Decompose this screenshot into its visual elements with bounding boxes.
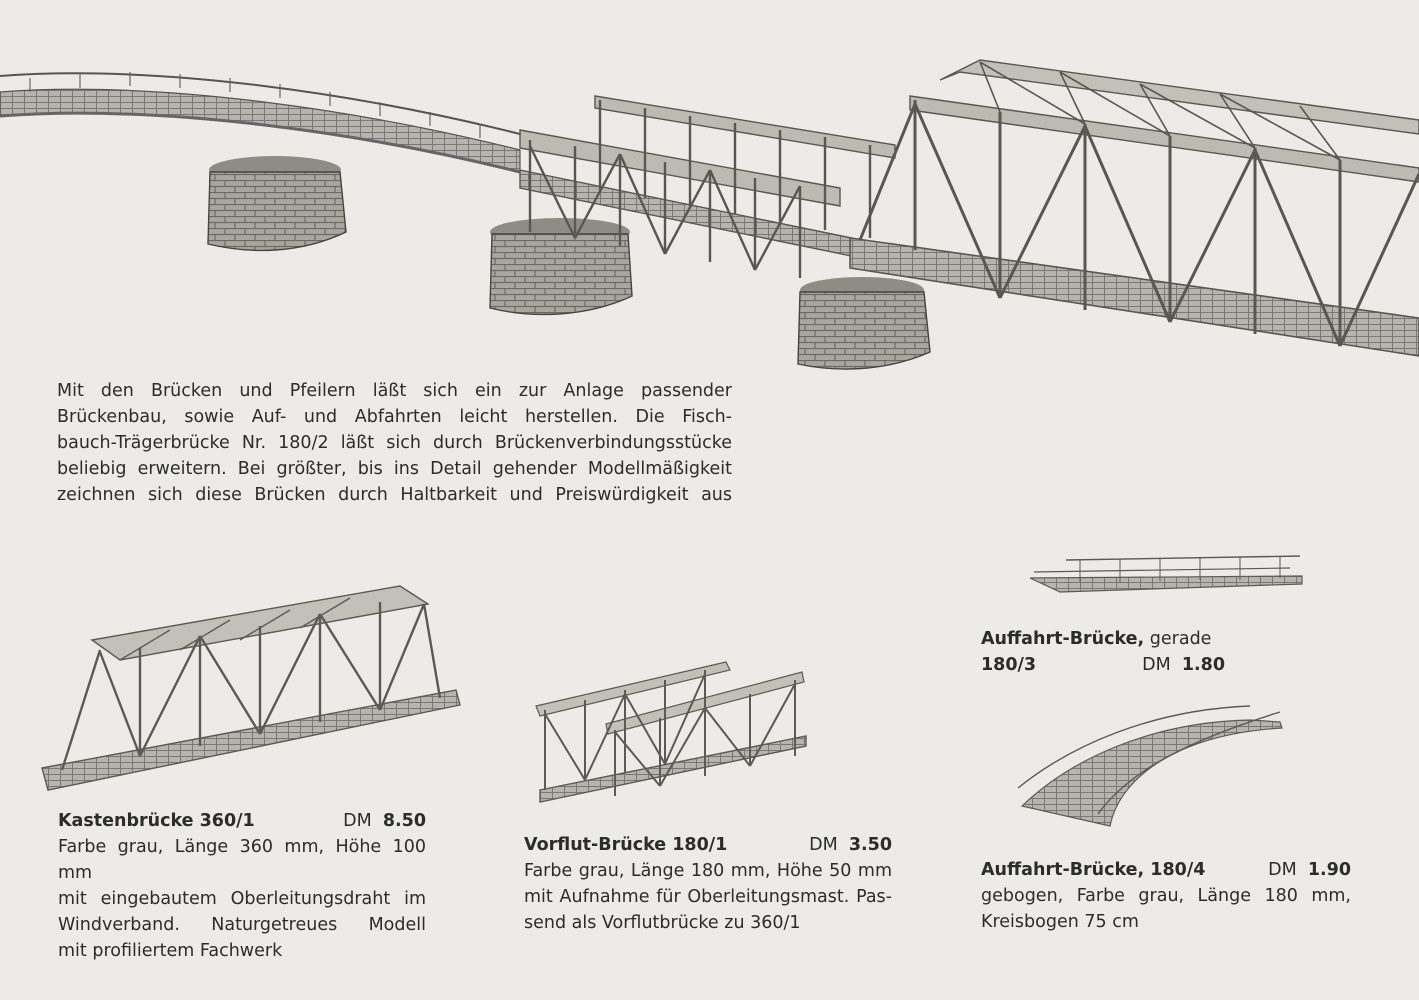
kastenbruecke-illustration: [41, 585, 461, 791]
price-currency: DM: [809, 835, 838, 855]
desc-line: Windverband. Naturgetreues Modell: [58, 915, 426, 935]
desc-line: mit Aufnahme für Oberleitungsmast. Pas-: [524, 887, 892, 907]
pier-3: [797, 277, 931, 370]
price-currency: DM: [1268, 860, 1297, 880]
product-description: gebogen, Farbe grau, Länge 180 mm, Kreis…: [981, 883, 1351, 935]
product-kastenbruecke: Kastenbrücke 360/1 DM 8.50 Farbe grau, L…: [58, 808, 426, 964]
product-number: 180/3: [981, 655, 1037, 675]
intro-paragraph: Mit den Brücken und Pfeilern läßt sich e…: [57, 378, 732, 508]
product-auffahrt-gebogen: Auffahrt-Brücke, 180/4 DM 1.90 gebogen, …: [981, 857, 1351, 935]
auffahrt-gerade-illustration: [1029, 555, 1303, 593]
product-name: Auffahrt-Brücke, 180/4: [981, 860, 1206, 880]
desc-line: Farbe grau, Länge 360 mm, Höhe 100 mm: [58, 837, 426, 883]
product-description: Farbe grau, Länge 180 mm, Höhe 50 mm mit…: [524, 858, 892, 936]
intro-line: zeichnen sich diese Brücken durch Haltba…: [57, 485, 732, 505]
price-currency: DM: [1142, 655, 1171, 675]
hero-small-truss-bridge: [519, 95, 911, 278]
intro-line: beliebig erweitern. Bei größter, bis ins…: [57, 459, 732, 479]
product-price: DM 8.50: [343, 808, 426, 834]
intro-line: bauch-Trägerbrücke Nr. 180/2 läßt sich d…: [57, 433, 732, 453]
pier-2: [489, 218, 633, 316]
product-name-suffix: gerade: [1149, 629, 1212, 649]
product-vorflut-bruecke: Vorflut-Brücke 180/1 DM 3.50 Farbe grau,…: [524, 832, 892, 936]
intro-line: Brückenbau, sowie Auf- und Abfahrten lei…: [57, 407, 732, 427]
hero-large-truss-bridge: [849, 59, 1419, 357]
pier-1: [207, 156, 347, 252]
price-currency: DM: [343, 811, 372, 831]
product-price: DM 1.80: [1142, 652, 1225, 678]
desc-line: gebogen, Farbe grau, Länge 180 mm,: [981, 886, 1351, 906]
product-auffahrt-gerade: Auffahrt-Brücke, gerade 180/3 DM 1.80: [981, 626, 1225, 678]
intro-line: Mit den Brücken und Pfeilern läßt sich e…: [57, 381, 732, 401]
vorflut-bruecke-illustration: [535, 661, 807, 803]
desc-line: mit eingebautem Oberleitungsdraht im: [58, 889, 426, 909]
desc-line: send als Vorflutbrücke zu 360/1: [524, 913, 801, 933]
product-name: Kastenbrücke 360/1: [58, 811, 255, 831]
product-description: Farbe grau, Länge 360 mm, Höhe 100 mm mi…: [58, 834, 426, 964]
price-value: 1.80: [1181, 655, 1225, 675]
product-name: Vorflut-Brücke 180/1: [524, 835, 728, 855]
desc-line: Farbe grau, Länge 180 mm, Höhe 50 mm: [524, 861, 892, 881]
product-price: DM 3.50: [809, 832, 892, 858]
desc-line: Kreisbogen 75 cm: [981, 912, 1139, 932]
product-price: DM 1.90: [1268, 857, 1351, 883]
price-value: 3.50: [848, 835, 892, 855]
price-value: 1.90: [1307, 860, 1351, 880]
product-name: Auffahrt-Brücke,: [981, 629, 1145, 649]
price-value: 8.50: [382, 811, 426, 831]
auffahrt-gebogen-illustration: [1017, 705, 1283, 827]
desc-line: mit profiliertem Fachwerk: [58, 941, 283, 961]
